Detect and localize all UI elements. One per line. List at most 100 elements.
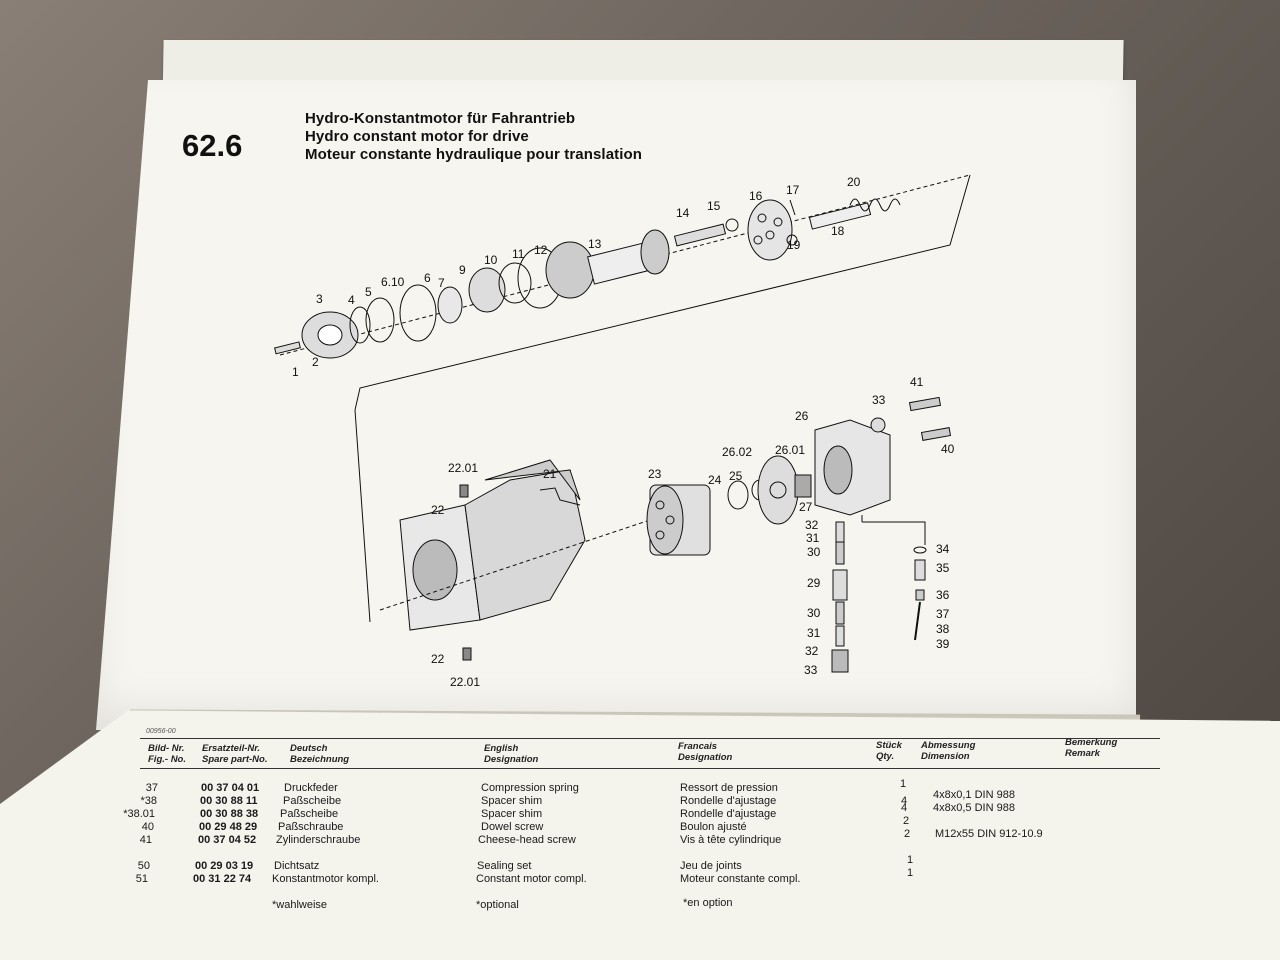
label-6-10: 6.10 — [381, 275, 405, 289]
label-30-bottom: 30 — [807, 606, 821, 620]
label-24: 24 — [708, 473, 722, 487]
cell-english: Compression spring — [481, 782, 579, 794]
cell-german: Dichtsatz — [274, 860, 320, 872]
cell-fig: *38.01 — [123, 808, 155, 820]
label-31-top: 31 — [806, 531, 820, 545]
header-dimension: Abmessung Dimension — [921, 740, 976, 762]
label-10: 10 — [484, 253, 498, 267]
cell-fig: 41 — [139, 834, 152, 846]
upper-page — [96, 80, 1136, 730]
label-21: 21 — [543, 467, 557, 481]
label-15: 15 — [707, 199, 721, 213]
header-german: Deutsch Bezeichnung — [290, 743, 350, 765]
cell-french: Moteur constante compl. — [680, 873, 801, 885]
label-31-bottom: 31 — [807, 626, 821, 640]
label-26: 26 — [795, 409, 809, 423]
label-4: 4 — [348, 293, 355, 307]
label-37: 37 — [936, 607, 950, 621]
label-40: 40 — [941, 442, 955, 456]
label-1: 1 — [292, 365, 299, 379]
cell-french: Rondelle d'ajustage — [680, 795, 777, 807]
cell-qty: 2 — [902, 815, 910, 827]
page-code: 00956-00 — [146, 728, 176, 735]
cell-fig: 37 — [145, 782, 158, 794]
cell-german: Konstantmotor kompl. — [272, 873, 379, 885]
cell-german: Paßscheibe — [283, 795, 342, 807]
cell-english: Cheese-head screw — [478, 834, 576, 846]
label-32-top: 32 — [805, 518, 819, 532]
label-22-01-top: 22.01 — [448, 461, 478, 475]
label-33-top: 33 — [872, 393, 886, 407]
label-25: 25 — [729, 469, 743, 483]
cell-german: Druckfeder — [284, 782, 338, 794]
label-16: 16 — [749, 189, 763, 203]
label-38: 38 — [936, 622, 950, 636]
label-6: 6 — [424, 271, 431, 285]
label-33-bottom: 33 — [804, 663, 818, 677]
table-top-rule — [140, 738, 1160, 739]
label-34: 34 — [936, 542, 950, 556]
cell-part-no: 00 30 88 11 — [200, 795, 258, 807]
header-part-no: Ersatzteil-Nr. Spare part-No. — [202, 743, 268, 765]
label-35: 35 — [936, 561, 950, 575]
cell-english: Dowel screw — [481, 821, 544, 833]
part-16-plate — [747, 199, 793, 261]
cell-fig: 50 — [137, 860, 150, 872]
part-13-shaft — [587, 229, 670, 285]
part-23-cylinder-block — [646, 484, 711, 556]
label-30-top: 30 — [807, 545, 821, 559]
cell-fig: *38 — [140, 795, 157, 807]
cell-qty: 1 — [906, 854, 914, 866]
part-26-02-plate — [757, 455, 799, 525]
lower-page — [0, 710, 1280, 960]
cell-english: Sealing set — [477, 860, 532, 872]
label-5: 5 — [365, 285, 372, 299]
cell-dimension: 4x8x0,1 DIN 988 — [933, 789, 1015, 801]
cell-qty: 1 — [906, 867, 914, 879]
part-26-end-cover — [814, 419, 891, 516]
label-29: 29 — [807, 576, 821, 590]
cell-dimension: 4x8x0,5 DIN 988 — [933, 802, 1015, 814]
cell-part-no: 00 30 88 38 — [200, 808, 259, 820]
label-26-02: 26.02 — [722, 445, 752, 459]
label-18: 18 — [831, 224, 845, 238]
cell-english: Constant motor compl. — [476, 873, 587, 885]
table-header-rule — [140, 768, 1160, 769]
label-3: 3 — [316, 292, 323, 306]
label-11: 11 — [512, 247, 525, 261]
label-17: 17 — [786, 183, 800, 197]
footnote-english: *optional — [476, 899, 519, 911]
label-22-top: 22 — [431, 503, 445, 517]
label-13: 13 — [588, 237, 602, 251]
cell-part-no: 00 37 04 52 — [198, 834, 257, 846]
cell-part-no: 00 37 04 01 — [201, 782, 260, 794]
cell-german: Paßscheibe — [280, 808, 339, 820]
label-32-bottom: 32 — [805, 644, 819, 658]
label-23: 23 — [648, 467, 662, 481]
header-qty: Stück Qty. — [876, 740, 902, 762]
title-french: Moteur constante hydraulique pour transl… — [305, 146, 643, 163]
part-3-housing-cover — [301, 311, 359, 359]
cell-english: Spacer shim — [481, 795, 543, 807]
cell-qty: 4 — [900, 802, 908, 814]
label-2: 2 — [312, 355, 319, 369]
footnote-french: *en option — [683, 897, 733, 909]
cell-french: Ressort de pression — [680, 782, 778, 794]
label-39: 39 — [936, 637, 950, 651]
part-21-motor-housing — [399, 459, 586, 631]
cell-fig: 51 — [135, 873, 148, 885]
cell-fig: 40 — [141, 821, 154, 833]
label-20: 20 — [847, 175, 861, 189]
header-french: Francais Designation — [678, 741, 733, 763]
label-26-01: 26.01 — [775, 443, 805, 457]
label-27: 27 — [799, 500, 813, 514]
cell-qty: 1 — [899, 778, 907, 790]
title-english: Hydro constant motor for drive — [305, 128, 529, 145]
label-7: 7 — [438, 276, 445, 290]
header-english: English Designation — [484, 743, 539, 765]
cell-part-no: 00 31 22 74 — [193, 873, 252, 885]
cell-part-no: 00 29 48 29 — [199, 821, 258, 833]
cell-dimension: M12x55 DIN 912-10.9 — [935, 828, 1043, 840]
cell-part-no: 00 29 03 19 — [195, 860, 254, 872]
label-36: 36 — [936, 588, 950, 602]
